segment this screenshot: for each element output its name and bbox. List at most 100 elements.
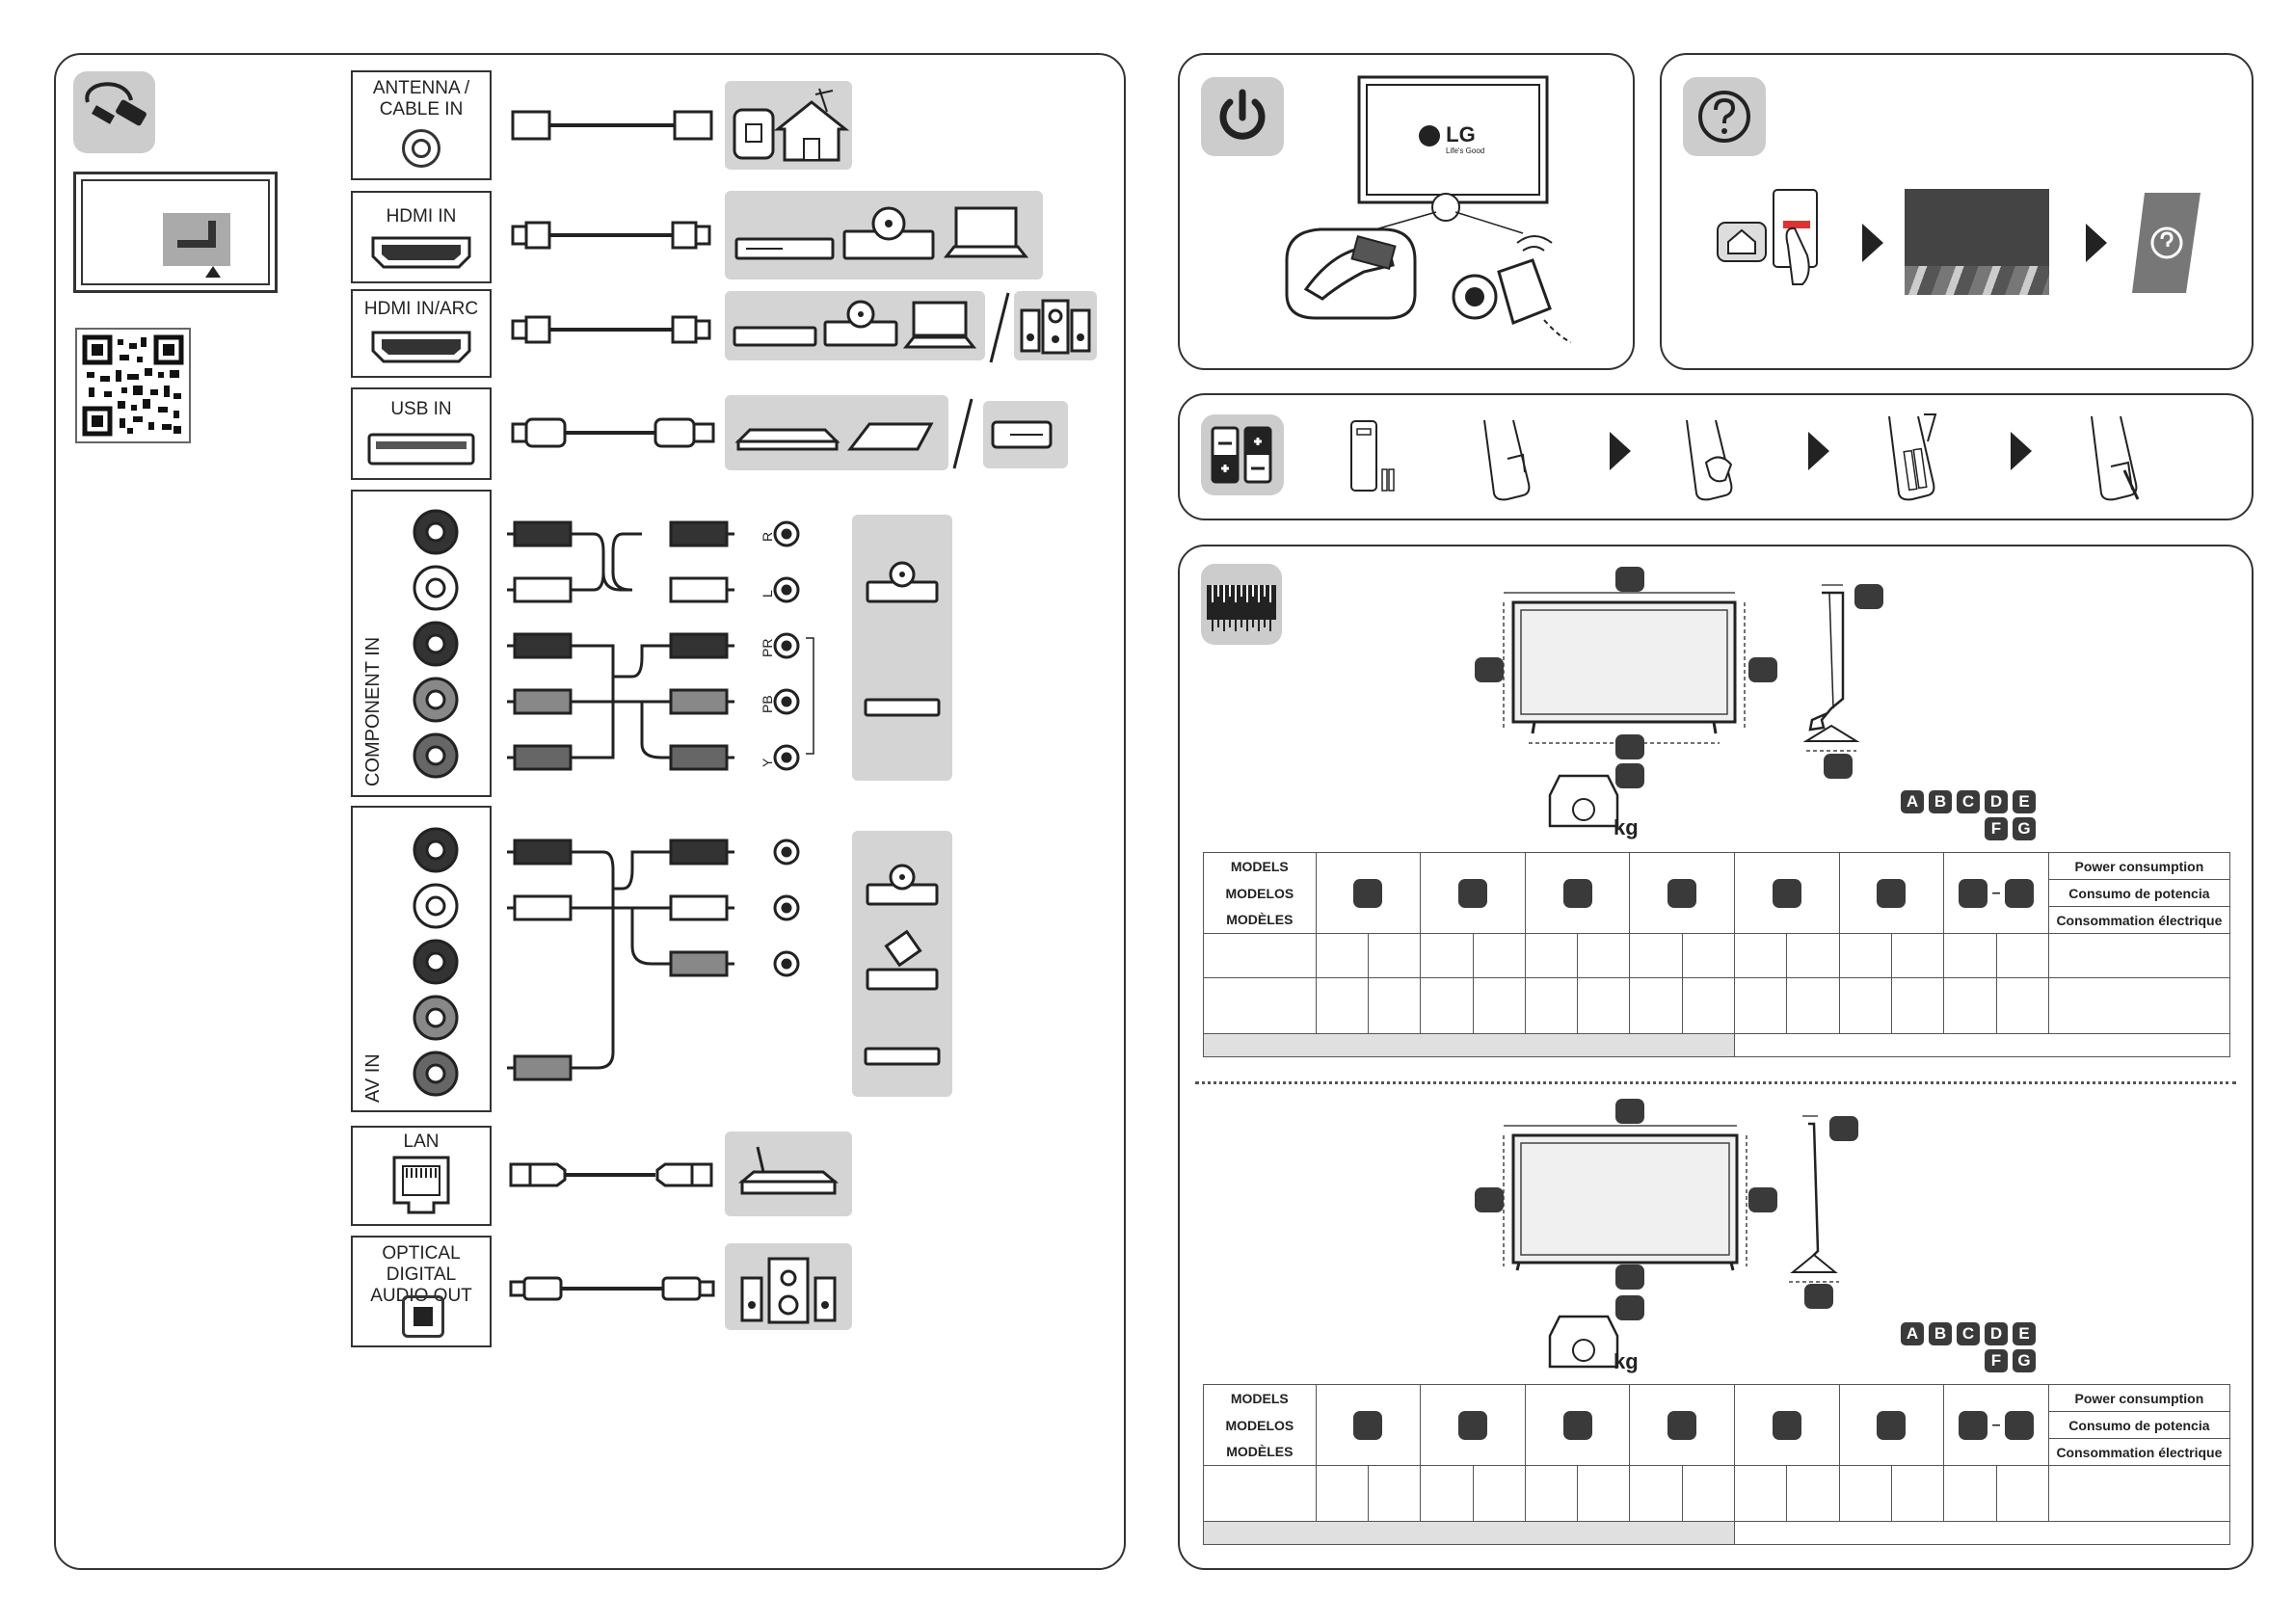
usb-devices-bg [725,395,948,470]
remote-batteries-icon [1350,420,1395,492]
component-cables-icon [507,520,814,771]
speaker-bg [1014,291,1097,360]
letter-d: D [1985,790,2008,813]
tv-back-diagram [73,172,278,293]
tv-dimensions-diagram-1 [1503,584,1860,828]
remote-insert-batteries-icon [1888,413,1937,501]
av-jacks-icon [413,827,459,1097]
usb-stick-bg [983,401,1068,468]
hdmi-cable-icon [511,221,711,250]
dim-badge-g [1824,754,1853,779]
coax-jack-icon [402,129,440,168]
power-icon [1219,89,1266,140]
jack-label-r: R [760,531,775,542]
antenna-device-bg [725,81,852,170]
router-icon [737,1146,840,1195]
row-label: MODELOS [1203,1411,1317,1439]
coax-cable-icon [511,110,713,141]
component-devices-icon [864,561,941,717]
spec-table-1: MODELS – Power consumption MODELOS Consu… [1202,852,2231,1057]
power-label: Consumo de potencia [2047,1411,2231,1439]
hdmi-arc-devices-bg [725,291,985,360]
letter-a: A [1901,790,1924,813]
row-label: MODELS [1203,852,1317,880]
av-devices-icon [864,864,941,1066]
letter-g: G [2013,1349,2036,1372]
letter-f: F [1985,817,2008,840]
remote-open-step1-icon [1483,419,1531,501]
component-devices-bg [852,515,952,781]
letter-e: E [2013,1322,2036,1345]
help-card-icon [2132,193,2201,293]
av-devices-bg [852,831,952,1097]
arrow-up-icon [205,266,221,278]
dim-badge-c [1748,1187,1777,1212]
component-jacks-icon [413,509,459,779]
power-label: Power consumption [2047,1384,2231,1412]
hdmi-arc-port-box: HDMI IN/ARC [351,289,492,378]
dim-badge-a [1615,567,1644,592]
hdmi-arc-jack-icon [371,331,471,363]
component-label: COMPONENT IN [362,636,384,786]
ruler-icon [1207,585,1276,631]
battery-icon [1211,426,1272,484]
jack-label-pb: PB [760,695,775,713]
dim-badge-f [1829,1116,1858,1141]
row-label: MODÈLES [1203,1438,1317,1466]
hdmi-jack-icon [371,236,471,269]
cable-icon-tile [73,71,155,153]
qr-code [75,328,191,443]
power-icon-tile [1201,77,1284,156]
row-label: MODÈLES [1203,906,1317,934]
ethernet-jack-icon [392,1156,450,1214]
weight-unit: kg [1614,1349,1639,1373]
jack-label-pr: PR [760,638,775,657]
divider-slash [952,398,974,469]
lan-port-box: LAN [351,1126,492,1226]
tv-menu-screen [1905,189,2049,295]
hdmi-devices-bg [725,191,1043,280]
antenna-house-icon [733,88,850,162]
arrow-right-icon [1610,432,1631,470]
speaker-icon [1020,299,1091,355]
av-cables-icon [507,839,800,1081]
row-label: MODELS [1203,1384,1317,1412]
letter-e: E [2013,790,2036,813]
hdmi-label: HDMI IN [386,206,457,226]
usb-cable-icon [511,417,715,448]
divider-slash [989,292,1010,363]
tv-dimensions-diagram-2 [1503,1115,1839,1369]
dim-badge-d [1615,1265,1644,1290]
hdmi-arc-devices-icon [733,300,977,349]
row-label: MODELOS [1203,879,1317,907]
dim-badge-d [1615,734,1644,759]
letter-b: B [1929,790,1952,813]
usb-label: USB IN [390,399,452,419]
remote-close-icon [2091,415,2140,501]
power-label: Power consumption [2047,852,2231,880]
cable-icon [85,82,147,126]
jack-label-y: Y [760,758,775,767]
lg-logo: LG [1419,122,1476,147]
ruler-icon-tile [1201,564,1282,645]
power-label: Consommation électrique [2047,1438,2231,1466]
letter-c: C [1957,1322,1980,1345]
dim-badge-c [1748,657,1777,682]
letter-c: C [1957,790,1980,813]
usb-port-box: USB IN [351,387,492,480]
optical-port-box: OPTICAL DIGITAL AUDIO OUT [351,1236,492,1347]
dim-badge-b [1475,657,1504,682]
remote-open-step2-icon [1686,419,1733,501]
letter-b: B [1929,1322,1952,1345]
av-label: AV IN [362,1053,384,1103]
speaker-system-icon [740,1257,837,1324]
lan-label: LAN [403,1131,440,1152]
optical-jack-icon [402,1295,444,1338]
question-icon [1698,91,1750,143]
optical-label: OPTICAL DIGITAL AUDIO OUT [370,1243,472,1306]
dim-badge-f [1854,584,1883,609]
arrow-right-icon [1808,432,1829,470]
weight-unit: kg [1614,815,1639,839]
letter-g: G [2013,817,2036,840]
power-label: Consumo de potencia [2047,879,2231,907]
